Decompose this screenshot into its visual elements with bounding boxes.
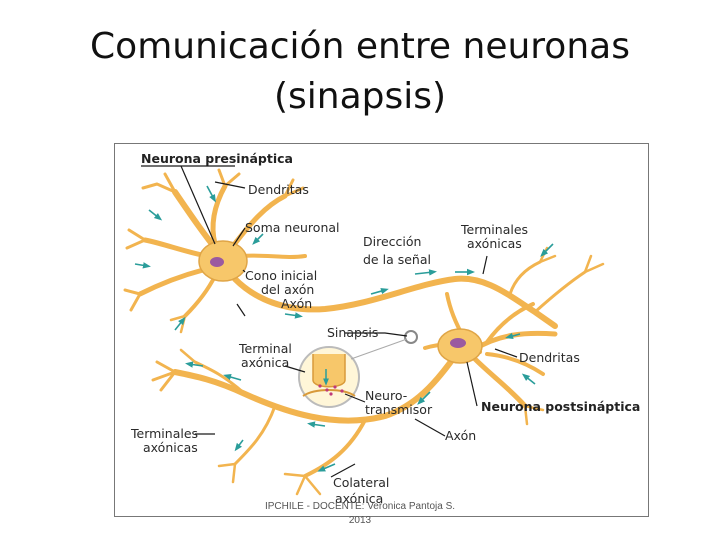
zoom-connector [350, 338, 408, 360]
postsynaptic-nucleus [450, 338, 466, 348]
slide-title: Comunicación entre neuronas (sinapsis) [0, 22, 720, 122]
title-line-2: (sinapsis) [273, 76, 447, 117]
label-collateral-1: Colateral [333, 475, 389, 490]
label-neurotransmitter-1: Neuro- [365, 388, 407, 403]
label-terminals-bottom-1: Terminales [130, 426, 198, 441]
postsynaptic-neuron [151, 292, 558, 496]
synapse-zoom [298, 346, 360, 408]
label-soma: Soma neuronal [245, 220, 340, 235]
synapse-marker [404, 330, 418, 344]
label-terminal-1: Terminal [238, 341, 292, 356]
label-direction-1: Dirección [363, 234, 421, 249]
label-terminals-top-1: Terminales [460, 222, 528, 237]
label-terminal-2: axónica [241, 355, 289, 370]
label-terminals-bottom-2: axónicas [143, 440, 198, 455]
label-hillock-2: del axón [261, 282, 314, 297]
label-postsynaptic: Neurona postsináptica [481, 399, 640, 414]
label-axon-bottom: Axón [445, 428, 476, 443]
label-dendrites-right: Dendritas [519, 350, 580, 365]
label-terminals-top-2: axónicas [467, 236, 522, 251]
label-synapse: Sinapsis [327, 325, 378, 340]
footer-line-1: IPCHILE - DOCENTE: Veronica Pantoja S. [264, 501, 456, 512]
label-direction-2: de la señal [363, 252, 431, 267]
signal-arrows [134, 185, 554, 472]
footer-line-2: 2013 [348, 515, 372, 526]
diagram-labels: Neurona presináptica Dendritas Soma neur… [130, 151, 640, 506]
presynaptic-neuron [123, 168, 605, 334]
label-dendrites-top: Dendritas [248, 182, 309, 197]
synapse-diagram: Neurona presináptica Dendritas Soma neur… [114, 143, 649, 517]
diagram-canvas: Neurona presináptica Dendritas Soma neur… [123, 151, 640, 506]
label-axon-top: Axón [281, 296, 312, 311]
label-hillock-1: Cono inicial [245, 268, 317, 283]
presynaptic-nucleus [210, 257, 224, 267]
leader-lines [141, 165, 518, 478]
title-line-1: Comunicación entre neuronas [90, 26, 630, 67]
slide-footer: IPCHILE - DOCENTE: Veronica Pantoja S. 2… [250, 500, 470, 528]
label-presynaptic: Neurona presináptica [141, 151, 293, 166]
label-neurotransmitter-2: transmisor [365, 402, 433, 417]
label-collateral-2: axónica [335, 491, 383, 506]
